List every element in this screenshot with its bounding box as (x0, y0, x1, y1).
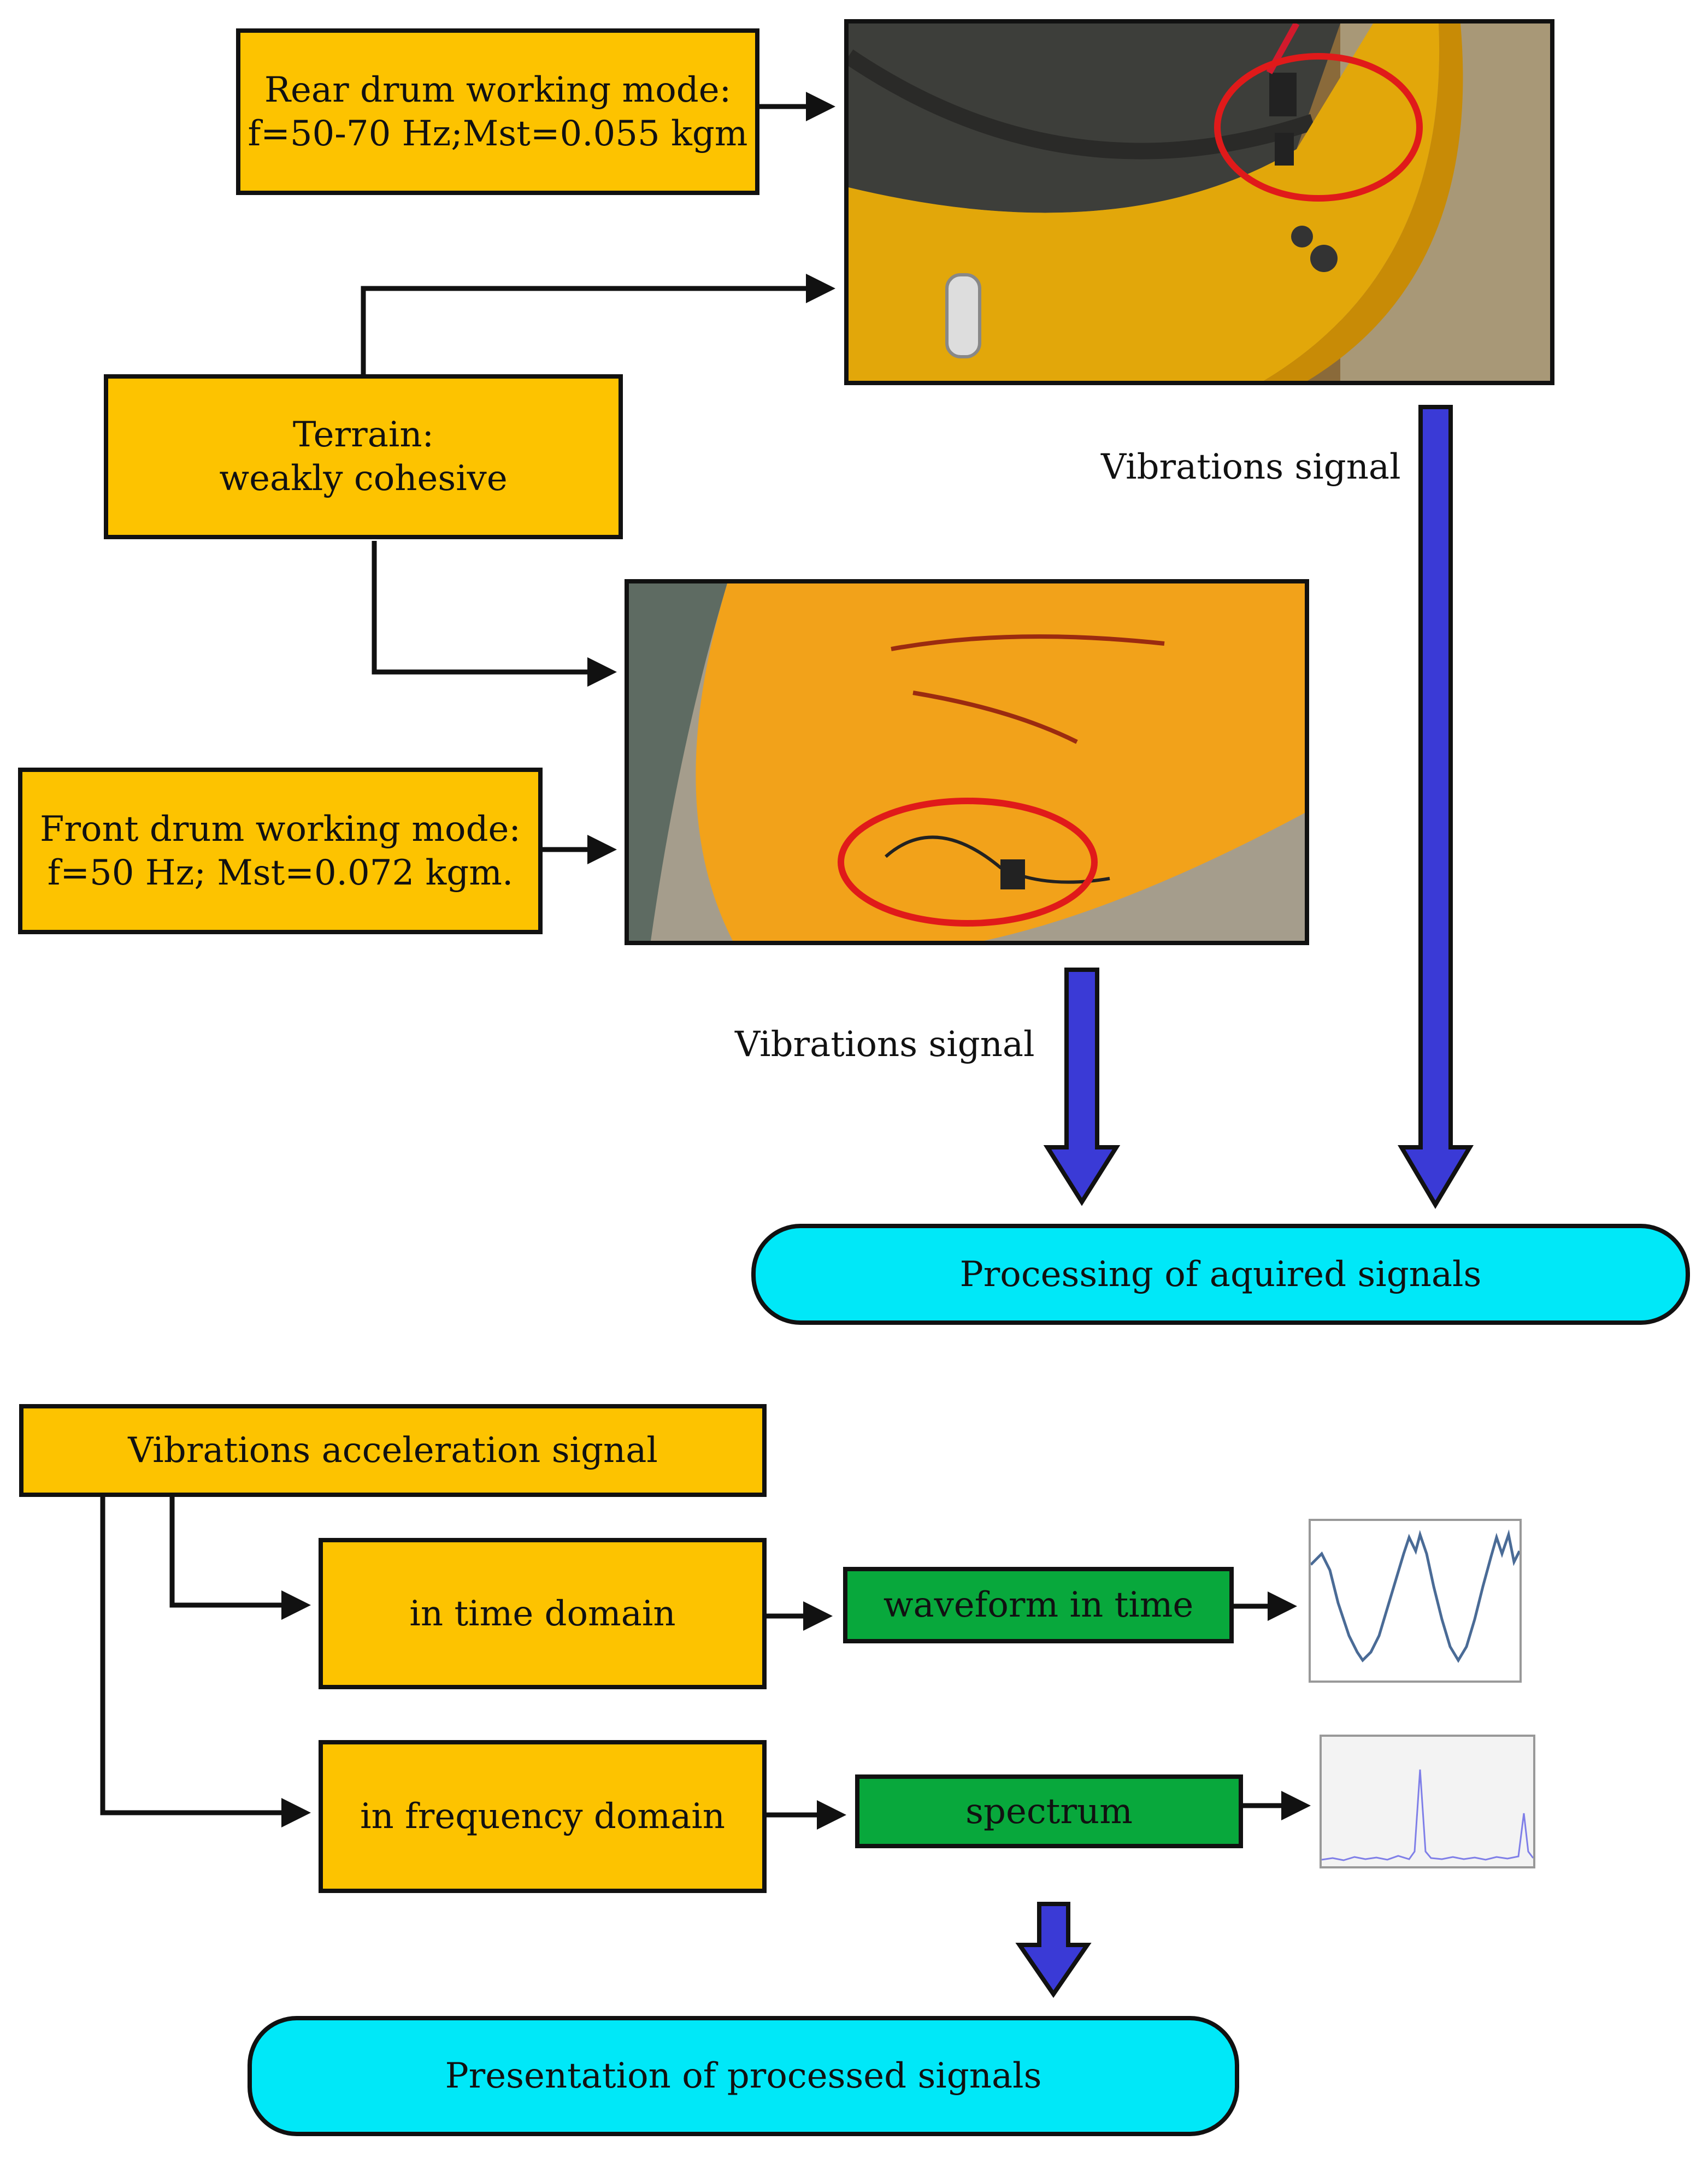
waveform-thumbnail (1309, 1519, 1522, 1683)
spectrum-plot (1322, 1737, 1533, 1866)
front-drum-photo-image (629, 583, 1305, 941)
front-drum-mode-line1: Front drum working mode: (40, 809, 521, 850)
front-drum-mode-box: Front drum working mode: f=50 Hz; Mst=0.… (18, 768, 543, 934)
blue-arrow-rear (1397, 405, 1474, 1209)
presentation-label: Presentation of processed signals (445, 2056, 1042, 2096)
front-drum-photo (625, 579, 1309, 945)
frequency-domain-label: in frequency domain (360, 1796, 725, 1837)
time-domain-label: in time domain (409, 1593, 676, 1634)
terrain-line2: weakly cohesive (219, 458, 508, 499)
rear-drum-mode-line2: f=50-70 Hz;Mst=0.055 kgm (248, 113, 748, 154)
rear-drum-mode-box: Rear drum working mode: f=50-70 Hz;Mst=0… (236, 28, 759, 195)
frequency-domain-box: in frequency domain (319, 1740, 767, 1893)
acceleration-signal-box: Vibrations acceleration signal (19, 1404, 767, 1497)
arrow-terrain-to-front-photo (372, 541, 617, 687)
rear-drum-photo-image (849, 23, 1550, 381)
terrain-line1: Terrain: (292, 415, 434, 455)
waveform-in-time-label: waveform in time (883, 1585, 1194, 1625)
arrow-acc-to-time (169, 1497, 311, 1620)
blue-arrow-presentation (1015, 1902, 1092, 1998)
waveform-in-time-box: waveform in time (843, 1567, 1234, 1643)
arrow-acc-to-freq (100, 1497, 311, 1827)
terrain-box: Terrain: weakly cohesive (104, 374, 623, 539)
time-domain-box: in time domain (319, 1538, 767, 1689)
processing-label: Processing of aquired signals (959, 1254, 1482, 1295)
processing-pill: Processing of aquired signals (751, 1224, 1690, 1325)
blue-arrow-front (1043, 968, 1121, 1206)
spectrum-label: spectrum (965, 1791, 1133, 1832)
arrow-terrain-to-rear-photo (361, 274, 835, 374)
spectrum-box: spectrum (855, 1774, 1243, 1848)
presentation-pill: Presentation of processed signals (248, 2016, 1239, 2136)
acceleration-signal-label: Vibrations acceleration signal (128, 1430, 658, 1471)
waveform-plot (1311, 1529, 1519, 1663)
spectrum-thumbnail (1320, 1735, 1535, 1868)
rear-drum-photo (844, 19, 1554, 385)
rear-drum-mode-line1: Rear drum working mode: (264, 69, 732, 110)
vibrations-signal-label-rear: Vibrations signal (1101, 447, 1401, 487)
vibrations-signal-label-front: Vibrations signal (735, 1024, 1035, 1065)
front-drum-mode-line2: f=50 Hz; Mst=0.072 kgm. (47, 852, 514, 893)
